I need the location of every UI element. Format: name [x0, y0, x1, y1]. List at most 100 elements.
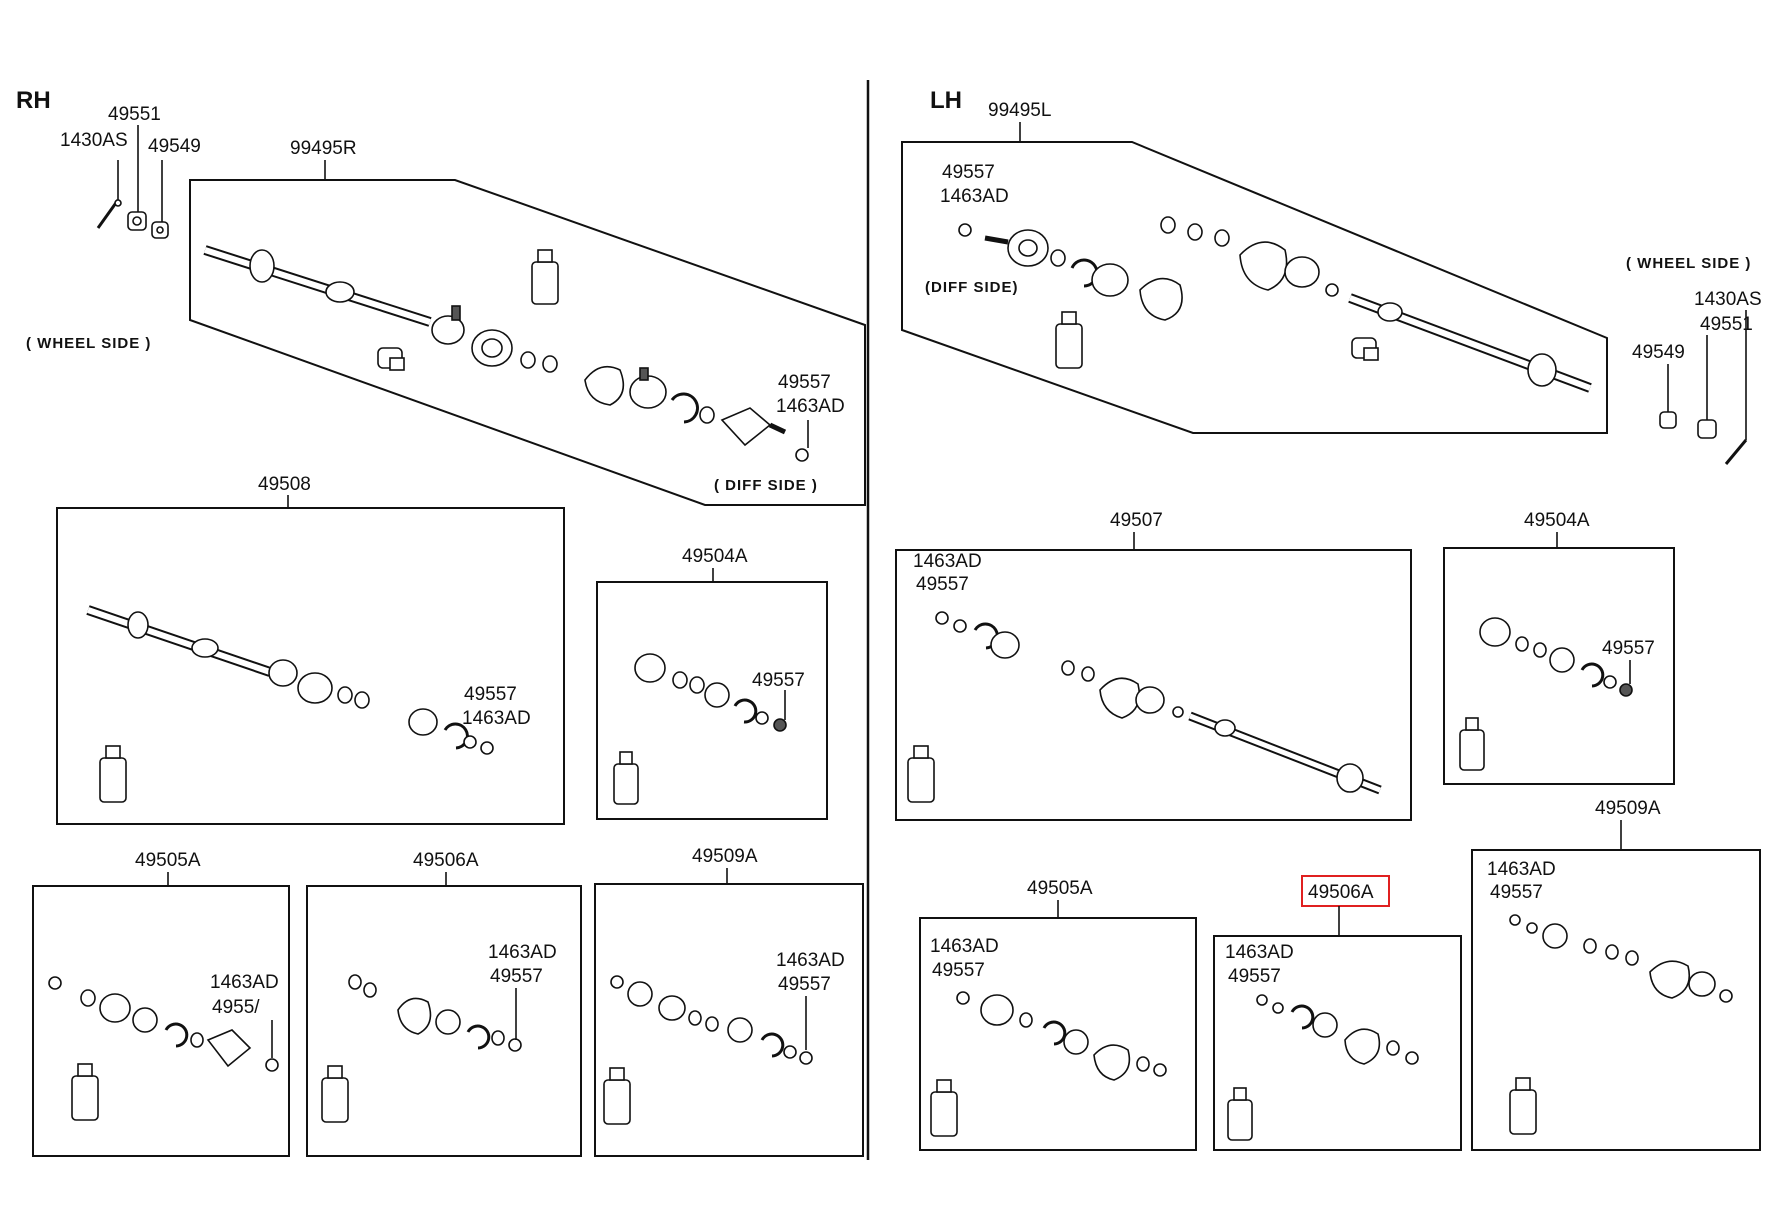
cotter-pin-icon: [1724, 439, 1748, 465]
label-1463AD-49509A-rh[interactable]: 1463AD: [776, 950, 845, 971]
label-49557-49508[interactable]: 49557: [464, 684, 517, 705]
circlip-icon: [956, 991, 970, 1005]
clip-icon: [491, 1030, 505, 1046]
label-1463AD-49505A-rh[interactable]: 1463AD: [210, 972, 279, 993]
label-49506A-rh[interactable]: 49506A: [413, 850, 479, 871]
circlip-icon: [508, 1038, 522, 1052]
label-49557-49506A-rh[interactable]: 49557: [490, 966, 543, 987]
rh-header: RH: [16, 87, 51, 114]
clip-icon: [1081, 666, 1095, 682]
boot-icon: [1649, 960, 1691, 999]
snap-ring-icon: [760, 1032, 785, 1058]
rh-wheel-side-note: ( WHEEL SIDE ): [26, 335, 151, 352]
grease-bottle-icon: [1509, 1077, 1537, 1135]
label-49557-99495R[interactable]: 49557: [778, 372, 831, 393]
lh-diff-side-note: (DIFF SIDE): [925, 279, 1019, 296]
label-99495L[interactable]: 99495L: [988, 100, 1051, 121]
washer-icon: [1659, 411, 1677, 429]
clip-icon: [1187, 223, 1203, 241]
label-49549-lh[interactable]: 49549: [1632, 342, 1685, 363]
washer-icon: [48, 976, 62, 990]
boot-clamp-icon: [1284, 256, 1320, 288]
label-1463AD-49508[interactable]: 1463AD: [462, 708, 531, 729]
cv-joint-icon: [634, 653, 666, 683]
label-49557-49509A-rh[interactable]: 49557: [778, 974, 831, 995]
box-49509A-lh: [1471, 849, 1761, 1151]
label-49507[interactable]: 49507: [1110, 510, 1163, 531]
assembly-box-99495R: [189, 179, 866, 506]
washer-icon: [1405, 1051, 1419, 1065]
washer-icon: [1172, 706, 1184, 718]
clip-icon: [348, 974, 362, 990]
grease-bottle-icon: [1227, 1087, 1253, 1141]
clip-icon: [363, 982, 377, 998]
dust-cover-icon: [1351, 337, 1379, 361]
lh-header: LH: [930, 87, 962, 114]
washer-icon: [1153, 1063, 1167, 1077]
box-49509A-rh: [594, 883, 864, 1157]
label-49505A-lh[interactable]: 49505A: [1027, 878, 1093, 899]
inner-joint-icon: [699, 406, 787, 447]
clip-icon: [688, 1010, 702, 1026]
grease-bottle-icon: [71, 1063, 99, 1121]
boot-clamp-icon: [435, 1009, 461, 1035]
label-49505A-rh[interactable]: 49505A: [135, 850, 201, 871]
box-49504A-lh: [1443, 547, 1675, 785]
grease-bottle-icon: [99, 745, 127, 803]
label-49557-partial-49505A-rh[interactable]: 4955/: [212, 997, 260, 1018]
clip-icon: [1136, 1056, 1150, 1072]
washer-icon: [1719, 989, 1733, 1003]
axle-shaft-icon: [1348, 293, 1592, 393]
label-49557-49505A-lh[interactable]: 49557: [932, 960, 985, 981]
box-49508: [56, 507, 565, 825]
label-49509A-lh[interactable]: 49509A: [1595, 798, 1661, 819]
label-1463AD-99495L[interactable]: 1463AD: [940, 186, 1009, 207]
clip-icon: [705, 1016, 719, 1032]
washer-icon: [1526, 922, 1538, 934]
washer-icon: [953, 619, 967, 633]
dust-cover-icon: [377, 347, 405, 371]
label-1463AD-49507[interactable]: 1463AD: [913, 551, 982, 572]
clip-icon: [1583, 938, 1597, 954]
boot-clamp-icon: [1312, 1012, 1338, 1038]
label-49549-rh[interactable]: 49549: [148, 136, 201, 157]
label-49557-49504A-rh[interactable]: 49557: [752, 670, 805, 691]
label-49557-99495L[interactable]: 49557: [942, 162, 995, 183]
label-1463AD-49505A-lh[interactable]: 1463AD: [930, 936, 999, 957]
clip-icon: [1019, 1012, 1033, 1028]
clip-icon: [1214, 229, 1230, 247]
label-49557-49506A-lh[interactable]: 49557: [1228, 966, 1281, 987]
circlip-icon: [1619, 683, 1633, 697]
boot-clamp-icon: [1091, 263, 1129, 297]
label-49557-49509A-lh[interactable]: 49557: [1490, 882, 1543, 903]
label-1463AD-49509A-lh[interactable]: 1463AD: [1487, 859, 1556, 880]
boot-clamp-icon: [727, 1017, 753, 1043]
boot-icon: [1093, 1044, 1131, 1081]
boot-clamp-icon: [1542, 923, 1568, 949]
clip-icon: [1515, 636, 1529, 652]
label-1430AS-lh[interactable]: 1430AS: [1694, 289, 1762, 310]
snap-ring-icon: [1580, 662, 1605, 688]
grease-bottle-icon: [930, 1079, 958, 1137]
label-99495R[interactable]: 99495R: [290, 138, 357, 159]
rh-section: RH 49551 1430AS 49549 ( WHEEL SIDE ) 994…: [16, 87, 866, 1157]
label-1463AD-99495R[interactable]: 1463AD: [776, 396, 845, 417]
snap-ring-icon: [164, 1022, 189, 1048]
clip-icon: [689, 676, 705, 694]
boot-icon: [1344, 1028, 1381, 1065]
label-49557-49507[interactable]: 49557: [916, 574, 969, 595]
label-49504A-rh[interactable]: 49504A: [682, 546, 748, 567]
label-49557-49504A-lh[interactable]: 49557: [1602, 638, 1655, 659]
label-49509A-rh[interactable]: 49509A: [692, 846, 758, 867]
label-49551-rh[interactable]: 49551: [108, 104, 161, 125]
label-1463AD-49506A-lh[interactable]: 1463AD: [1225, 942, 1294, 963]
label-49551-lh[interactable]: 49551: [1700, 314, 1753, 335]
label-49508[interactable]: 49508: [258, 474, 311, 495]
axle-shaft-icon: [86, 605, 272, 677]
label-1463AD-49506A-rh[interactable]: 1463AD: [488, 942, 557, 963]
hub-nut-icon: [127, 211, 147, 231]
label-1430AS-rh[interactable]: 1430AS: [60, 130, 128, 151]
label-49504A-lh[interactable]: 49504A: [1524, 510, 1590, 531]
label-49506A-lh[interactable]: 49506A: [1308, 882, 1374, 903]
grease-bottle-icon: [321, 1065, 349, 1123]
